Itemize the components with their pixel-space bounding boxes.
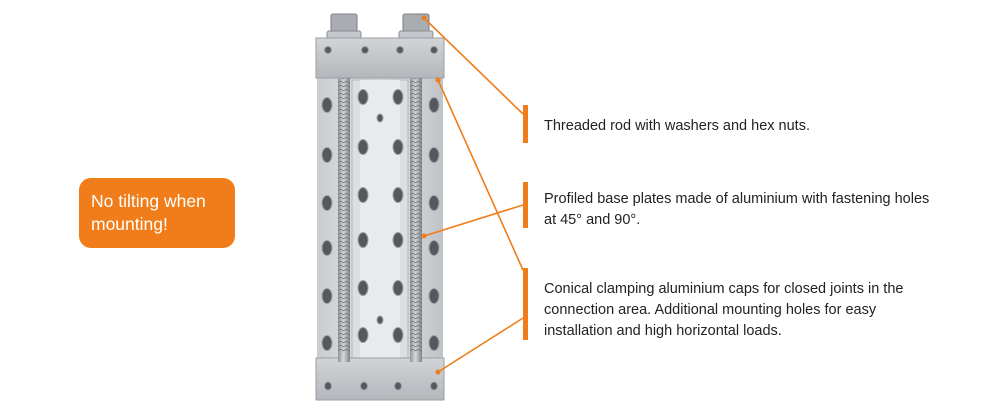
callout-bar-2	[523, 182, 528, 228]
leader-line-1	[423, 17, 524, 115]
plate-hole	[428, 195, 440, 211]
plate-hole	[392, 187, 404, 203]
plate-hole	[321, 240, 333, 256]
plate-hole	[428, 97, 440, 113]
plate-hole	[392, 327, 404, 343]
plate-hole	[357, 280, 369, 296]
cap-hole	[361, 46, 369, 54]
plate-hole	[321, 195, 333, 211]
plate-hole	[392, 89, 404, 105]
center-hole	[376, 113, 384, 123]
leader-line-2a	[437, 79, 524, 271]
plate-hole	[428, 240, 440, 256]
callout-base-plates: Profiled base plates made of aluminium w…	[544, 191, 930, 228]
callout-clamping-caps: Conical clamping aluminium caps for clos…	[544, 281, 904, 339]
cap-hole	[430, 46, 438, 54]
plate-hole	[321, 335, 333, 351]
plate-hole	[321, 97, 333, 113]
plate-hole	[392, 280, 404, 296]
hex-nut-left	[330, 13, 358, 33]
callout-bar-1	[523, 105, 528, 143]
plate-hole	[357, 89, 369, 105]
plate-hole	[428, 147, 440, 163]
cap-hole	[324, 46, 332, 54]
cap-hole	[324, 381, 332, 391]
plate-hole	[357, 139, 369, 155]
callout-threaded-rod: Threaded rod with washers and hex nuts.	[544, 118, 810, 134]
plate-hole	[392, 139, 404, 155]
no-tilting-badge: No tilting when mounting!	[79, 178, 235, 248]
plate-hole	[428, 288, 440, 304]
plate-hole	[392, 232, 404, 248]
leader-line-3	[437, 317, 524, 373]
plate-hole	[357, 327, 369, 343]
center-hole	[376, 315, 384, 325]
plate-hole	[357, 187, 369, 203]
plate-hole	[357, 232, 369, 248]
plate-hole	[321, 147, 333, 163]
plate-hole	[321, 288, 333, 304]
cap-hole	[396, 46, 404, 54]
cap-hole	[360, 381, 368, 391]
plate-hole	[428, 335, 440, 351]
leader-line-2b	[423, 204, 524, 237]
top-cap	[315, 37, 445, 79]
bottom-cap	[315, 357, 445, 401]
callout-bar-3	[523, 268, 528, 340]
cap-hole	[394, 381, 402, 391]
cap-hole	[430, 381, 438, 391]
